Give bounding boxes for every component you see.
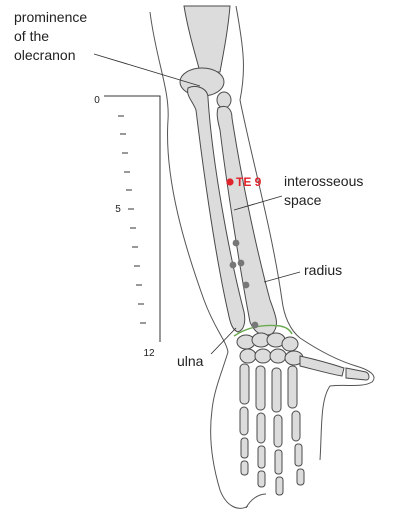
acupoint-marker	[226, 178, 234, 186]
label-ulna: ulna	[177, 353, 204, 369]
skin-outline	[149, 5, 375, 509]
ulna-bone	[187, 85, 246, 333]
label-radius: radius	[304, 262, 342, 278]
leader-lines	[93, 53, 301, 355]
marker-dot	[232, 239, 240, 247]
label-of-the: of the	[14, 28, 49, 44]
ulna-leader	[210, 327, 237, 355]
marker-dot	[237, 259, 245, 267]
interosseous-leader	[233, 195, 283, 211]
label-interosseous: interosseous	[284, 173, 363, 189]
finger-bones	[239, 355, 370, 496]
label-space: space	[284, 192, 322, 208]
wrist-crease-line	[233, 324, 293, 337]
radius-leader	[263, 271, 301, 283]
marker-dot	[242, 281, 250, 289]
acupoint-label: TE 9	[236, 175, 262, 189]
label-olecranon: olecranon	[14, 47, 76, 63]
ruler-line	[104, 95, 161, 342]
ruler-label-0: 0	[94, 95, 100, 106]
ruler-ticks	[118, 115, 146, 324]
carpal-bones	[236, 332, 304, 366]
marker-dots	[229, 239, 259, 329]
olecranon-leader	[93, 53, 201, 87]
label-prominence: prominence	[14, 9, 87, 25]
ruler-label-5: 5	[115, 204, 121, 215]
marker-dot	[251, 321, 259, 329]
marker-dot	[229, 261, 237, 269]
ruler-label-12: 12	[143, 348, 155, 359]
proportional-ruler	[104, 95, 161, 342]
